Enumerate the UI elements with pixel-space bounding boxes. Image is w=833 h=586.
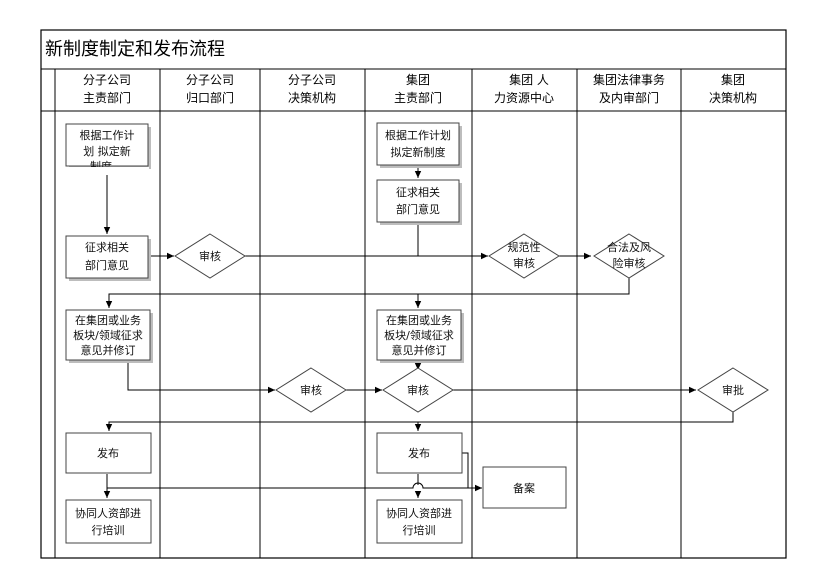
lane-header-grp-decision-1: 集团: [721, 72, 745, 87]
node-sub-training-line-2: 行培训: [92, 523, 125, 537]
decision-grp-review: 审核: [382, 367, 454, 413]
decision-sub-decide-review: 审核: [275, 367, 347, 413]
node-grp-solicit-line-2: 部门意见: [396, 202, 440, 216]
decision-sub-review: 审核: [174, 233, 246, 279]
lane-header-legal-1: 集团法律事务: [593, 72, 665, 87]
arrow-sub-revise-to-review: [127, 360, 275, 394]
arrow-sub-to-record: [107, 482, 482, 492]
decision-sub-review-label: 审核: [199, 249, 221, 263]
lane-header-sub-decision-1: 分子公司: [288, 73, 336, 87]
diagram-title: 新制度制定和发布流程: [45, 39, 225, 60]
lane-headers: 分子公司 主责部门 分子公司 归口部门 分子公司 决策机构 集团 主责部门 集团…: [83, 72, 757, 105]
decision-hr-review-line-1: 规范性: [508, 240, 541, 254]
lane-header-sub-admin-1: 分子公司: [186, 73, 234, 87]
node-sub-revise-line-3: 意见并修订: [81, 343, 136, 357]
node-sub-revise-line-2: 板块/领域征求: [73, 328, 143, 342]
node-grp-revise-line-3: 意见并修订: [392, 343, 447, 357]
node-sub-revise: 在集团或业务 板块/领域征求 意见并修订: [65, 309, 153, 363]
decision-hr-review-line-2: 审核: [513, 256, 535, 270]
lane-header-sub-main-2: 主责部门: [83, 90, 131, 105]
node-sub-training-line-1: 协同人资部进: [75, 506, 141, 520]
lane-header-grp-main-2: 主责部门: [394, 90, 442, 105]
node-grp-solicit-line-1: 征求相关: [396, 185, 440, 199]
line-grp-publish-to-record: [462, 452, 469, 488]
lane-separators: [54, 69, 682, 558]
lane-header-sub-decision-2: 决策机构: [288, 90, 336, 105]
lane-header-hr-2: 力资源中心: [494, 90, 554, 105]
lane-header-grp-decision-2: 决策机构: [709, 90, 757, 105]
node-grp-plan-line-1: 根据工作计划: [385, 128, 451, 142]
node-sub-publish-label: 发布: [97, 446, 119, 460]
node-sub-plan: 根据工作计 划 拟定新 制度: [65, 123, 151, 175]
lane-header-grp-main-1: 集团: [406, 72, 430, 87]
node-sub-solicit-line-2: 部门意见: [85, 258, 129, 272]
node-grp-solicit: 征求相关 部门意见: [376, 179, 462, 225]
node-grp-publish: 发布: [376, 432, 463, 474]
lane-header-sub-admin-2: 归口部门: [186, 90, 234, 105]
arrow-approve-to-sub-publish: [105, 412, 734, 431]
node-sub-solicit: 征求相关 部门意见: [65, 235, 151, 281]
node-grp-plan-line-2: 拟定新制度: [391, 145, 446, 159]
decision-legal-review-line-2: 险审核: [613, 256, 646, 270]
arrow-legal-to-sub-revise: [105, 278, 630, 308]
decision-grp-approve-label: 审批: [722, 383, 744, 397]
node-grp-revise-line-2: 板块/领域征求: [384, 328, 454, 342]
node-sub-training: 协同人资部进 行培训: [65, 499, 152, 544]
node-grp-revise-line-1: 在集团或业务: [386, 313, 452, 327]
node-sub-publish: 发布: [65, 432, 152, 474]
diagram-frame: [40, 29, 787, 559]
node-sub-plan-line-1: 根据工作计: [80, 128, 135, 142]
node-grp-training-line-2: 行培训: [403, 523, 436, 537]
node-grp-publish-label: 发布: [408, 446, 430, 460]
node-sub-solicit-line-1: 征求相关: [85, 240, 129, 254]
connectors: [103, 165, 734, 498]
decision-hr-review: 规范性 审核: [488, 233, 560, 279]
decision-legal-review-line-1: 合法及风: [607, 240, 651, 254]
node-record: 备案: [482, 466, 567, 509]
lane-header-sub-main-1: 分子公司: [83, 73, 131, 87]
node-grp-plan: 根据工作计划 拟定新制度: [376, 122, 462, 168]
node-sub-plan-line-2: 划 拟定新: [83, 144, 131, 158]
node-record-label: 备案: [513, 481, 535, 495]
lane-header-legal-2: 及内审部门: [599, 90, 659, 105]
node-sub-revise-line-1: 在集团或业务: [75, 313, 141, 327]
decision-grp-review-label: 审核: [407, 383, 429, 397]
node-grp-revise: 在集团或业务 板块/领域征求 意见并修订: [376, 309, 464, 363]
decision-grp-approve: 审批: [697, 367, 769, 413]
lane-header-hr-1: 集团 人: [509, 72, 549, 87]
decision-sub-decide-review-label: 审核: [300, 383, 322, 397]
node-grp-training-line-1: 协同人资部进: [386, 506, 452, 520]
node-grp-training: 协同人资部进 行培训: [376, 499, 463, 544]
decision-legal-review: 合法及风 险审核: [593, 233, 665, 279]
